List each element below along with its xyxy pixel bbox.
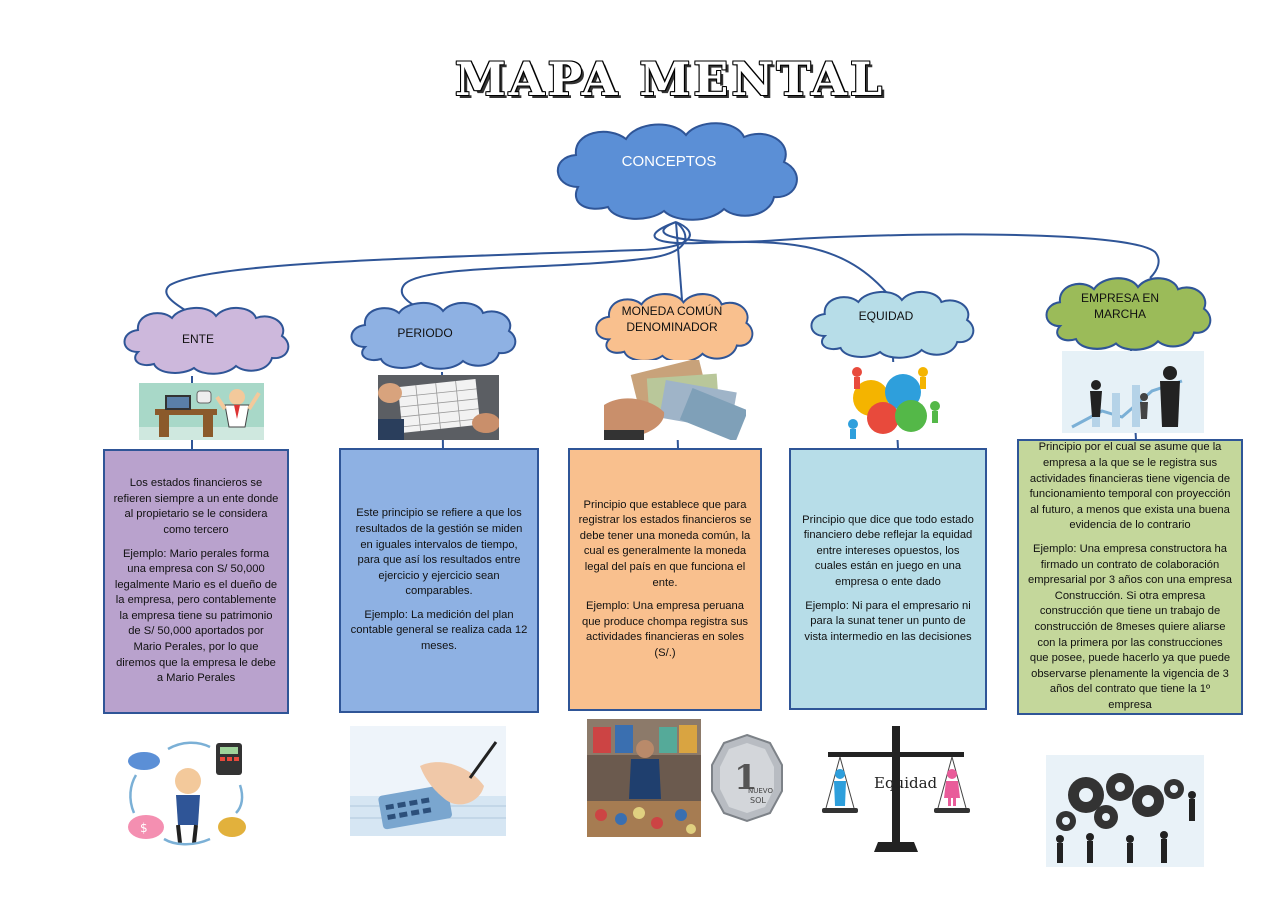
box-periodo-definition: Este principio se refiere a que los resu… (355, 507, 523, 598)
image-businessmen-chart (1062, 351, 1204, 433)
image-office-worker (139, 383, 264, 440)
cloud-equidad-label: EQUIDAD (858, 308, 914, 323)
box-equidad-definition: Principio que dice que todo estado finan… (802, 513, 974, 588)
box-empresa-example: Ejemplo: Una empresa constructora ha fir… (1028, 543, 1232, 711)
image-puzzle-people (843, 362, 945, 440)
svg-text:$: $ (140, 821, 148, 835)
box-ente-definition: Los estados financieros se refieren siem… (113, 477, 279, 536)
image-calculator-hand (350, 726, 506, 836)
coin-sol: SOL (750, 796, 766, 805)
coin-nuevo: NUEVO (748, 787, 773, 795)
coin-value: 1 (734, 758, 758, 798)
box-empresa-definition: Principio por el cual se asume que la em… (1029, 441, 1231, 532)
cloud-shape (1045, 277, 1212, 351)
connector-periodo (400, 221, 687, 307)
box-empresa: Principio por el cual se asume que la em… (1017, 439, 1243, 715)
cloud-periodo: PERIODO (345, 298, 517, 370)
image-finance-cycle: $ (122, 735, 254, 850)
box-periodo-example: Ejemplo: La medición del plan contable g… (350, 608, 528, 653)
box-moneda-example: Ejemplo: Una empresa peruana que produce… (581, 600, 749, 659)
image-gears-team (1046, 755, 1204, 867)
box-periodo: Este principio se refiere a que los resu… (339, 448, 539, 713)
cloud-moneda-label: MONEDA COMÚN DENOMINADOR (621, 303, 723, 334)
box-moneda: Principio que establece que para registr… (568, 448, 762, 711)
cloud-empresa-label: EMPRESA EN MARCHA (1080, 290, 1160, 321)
root-cloud: CONCEPTOS (548, 117, 804, 223)
root-cloud-label: CONCEPTOS (621, 152, 717, 170)
cloud-equidad: EQUIDAD (805, 288, 975, 359)
box-equidad: Principio que dice que todo estado finan… (789, 448, 987, 710)
box-ente-example: Ejemplo: Mario perales forma una empresa… (114, 547, 278, 685)
cloud-shape (350, 302, 517, 370)
box-ente: Los estados financieros se refieren siem… (103, 449, 289, 714)
cloud-shape (123, 307, 290, 375)
cloud-ente: ENTE (118, 304, 290, 375)
box-equidad-example: Ejemplo: Ni para el empresario ni para l… (804, 599, 972, 643)
cloud-periodo-label: PERIODO (397, 325, 453, 340)
cloud-moneda: MONEDA COMÚN DENOMINADOR (590, 290, 754, 363)
image-equity-scale: Equidad (818, 720, 974, 866)
image-sol-coin: 1 NUEVO SOL (706, 729, 788, 827)
connector-moneda (675, 221, 683, 301)
page-title: MAPA MENTAL (454, 52, 886, 106)
cloud-shape (556, 122, 798, 221)
image-calendar (378, 375, 499, 440)
image-textile-shop (587, 719, 701, 837)
image-money (604, 360, 746, 440)
scale-label: Equidad (874, 774, 938, 792)
box-moneda-definition: Principio que establece que para registr… (578, 498, 752, 589)
cloud-ente-label: ENTE (181, 331, 214, 346)
cloud-empresa: EMPRESA EN MARCHA (1040, 274, 1212, 351)
connector-empresa (662, 221, 1160, 279)
cloud-shape (810, 291, 975, 359)
